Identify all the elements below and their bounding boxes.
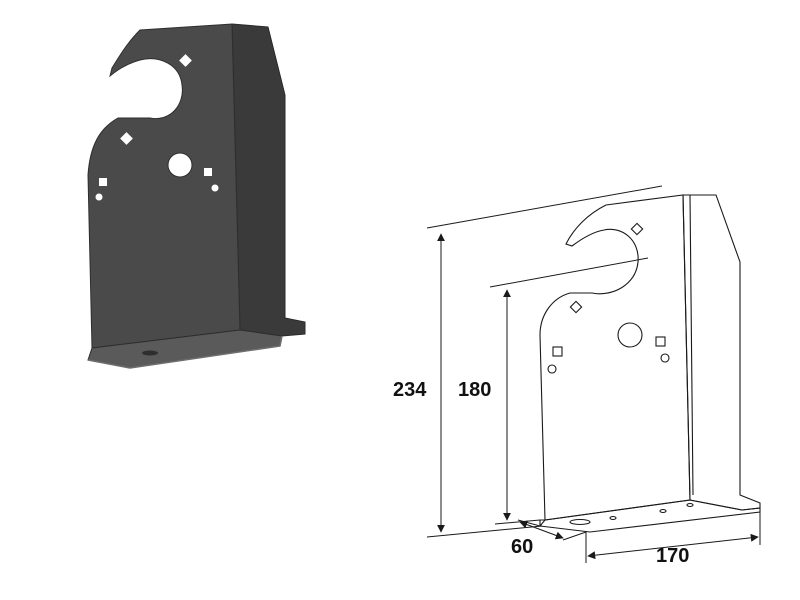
diamond-cutout-left <box>120 132 133 145</box>
dim-label-170: 170 <box>656 545 689 567</box>
bracket-side-flange <box>231 23 306 337</box>
drawing-square-left <box>552 346 563 357</box>
drawing-small-hole-right <box>660 353 670 363</box>
dim-line-170 <box>587 533 759 560</box>
bracket-photo <box>87 23 306 369</box>
drawing-diamond-left <box>569 300 583 314</box>
base-slot <box>142 350 158 356</box>
dimension-lines <box>426 185 761 563</box>
bracket-line-drawing <box>538 194 761 533</box>
drawing-diamond-top <box>630 222 644 236</box>
square-cutout-left <box>99 178 107 186</box>
small-hole-right <box>211 184 219 192</box>
diamond-cutout-top <box>179 54 192 67</box>
drawing-front-plate <box>539 194 691 521</box>
drawing-side-flange <box>682 194 761 511</box>
bracket-front-plate <box>87 23 241 349</box>
drawing-base-flange <box>538 499 761 533</box>
dim-label-180: 180 <box>458 379 491 401</box>
square-cutout-right <box>204 168 212 176</box>
drawing-center-hole <box>617 322 643 348</box>
drawing-small-hole-left <box>547 364 557 374</box>
drawing-base-slot <box>569 518 591 526</box>
dim-label-60: 60 <box>511 536 533 558</box>
small-hole-left <box>95 193 103 201</box>
dim-label-234: 234 <box>393 379 427 401</box>
center-hole <box>167 152 193 178</box>
dim-line-60 <box>519 520 564 540</box>
drawing-square-right <box>655 336 666 347</box>
